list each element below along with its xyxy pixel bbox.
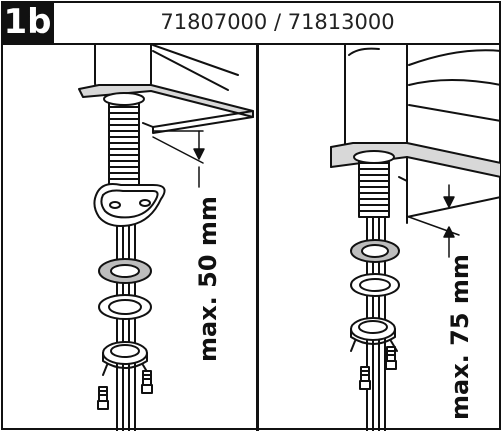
gasket-ring-left [98, 258, 152, 284]
dimension-arrows-left [152, 130, 205, 188]
max-50-mm-label: max. 50 mm [194, 196, 222, 362]
fixing-nut-left [102, 341, 150, 376]
faucet-body-right [344, 45, 501, 154]
washer-ring-left [98, 294, 152, 320]
right-installation-drawing [330, 45, 501, 431]
faucet-body-left [94, 45, 239, 91]
step-badge: 1b [1, 1, 54, 43]
mounting-plate-left [93, 183, 166, 227]
left-installation-drawing [78, 45, 254, 431]
max-75-mm-label: max. 75 mm [446, 254, 474, 420]
fixing-nut-right [350, 317, 398, 352]
mounting-screws-right [359, 346, 397, 390]
mounting-screws-left [97, 370, 153, 410]
threaded-stud-right [353, 150, 395, 218]
header-divider [1, 43, 501, 45]
washer-ring-right [350, 273, 400, 297]
model-numbers-title: 71807000 / 71813000 [160, 10, 395, 34]
supply-hoses-left [116, 210, 136, 431]
countertop-thin [78, 84, 254, 134]
gasket-ring-right [350, 239, 400, 263]
panel-divider [256, 45, 259, 431]
dimension-arrows-right [408, 184, 460, 258]
